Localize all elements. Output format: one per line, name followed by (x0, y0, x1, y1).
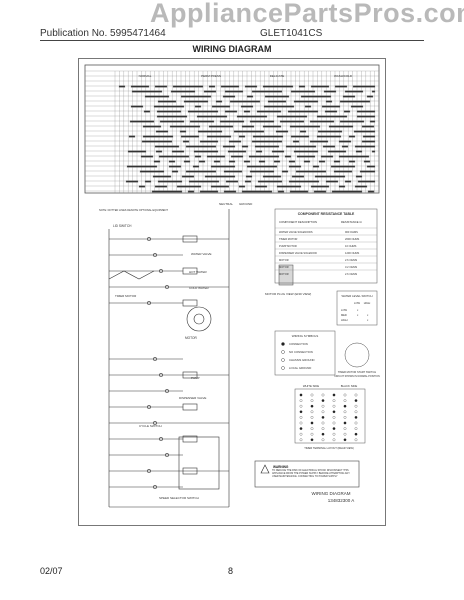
svg-text:10 OHMS: 10 OHMS (345, 244, 357, 248)
label-hot-water: HOT WATER (189, 270, 207, 274)
label-note: NOTE: DOTTED LINES DENOTE OPTIONAL EQUIP… (99, 208, 168, 212)
label-lid-switch: LID SWITCH (113, 224, 132, 228)
svg-text:WATER VALVE SOLENOIDS: WATER VALVE SOLENOIDS (279, 230, 313, 234)
svg-text:x: x (367, 314, 369, 317)
svg-text:WATER LEVEL SWITCH: WATER LEVEL SWITCH (342, 294, 373, 298)
chart-stage-label: NORMAL (139, 74, 152, 78)
svg-text:CIRCUIT SHOWN IN NORMAL POSITI: CIRCUIT SHOWN IN NORMAL POSITION (334, 375, 380, 378)
svg-text:LOW: LOW (354, 301, 360, 305)
svg-text:TIMER TERMINAL LAYOUT (REAR VI: TIMER TERMINAL LAYOUT (REAR VIEW) (304, 446, 354, 450)
svg-text:TIMER MOTOR START SWITCH: TIMER MOTOR START SWITCH (338, 370, 376, 374)
label-pump: PUMP (191, 376, 200, 380)
wiring-diagram-drawing: NORMAL PERM PRESS DELICATE WASH/COLD LID SW… (84, 64, 380, 508)
svg-text:RESISTANCE Ω: RESISTANCE Ω (341, 220, 362, 224)
model-number: GLET1041CS (260, 28, 323, 39)
wiring-sheet: NORMAL PERM PRESS DELICATE WASH/COLD LID SW… (78, 58, 386, 526)
page-title: WIRING DIAGRAM (192, 44, 272, 54)
label-ground: GROUND (239, 202, 253, 206)
svg-text:WHITE SIDE: WHITE SIDE (303, 384, 319, 388)
svg-text:NO CONNECTION: NO CONNECTION (289, 350, 313, 354)
svg-text:3.2 OHMS: 3.2 OHMS (345, 265, 357, 269)
svg-text:x: x (357, 309, 359, 312)
publication-number: Publication No. 5995471464 (40, 28, 166, 39)
wiring-symbols-legend: WIRING SYMBOLS CONNECTION NO CONNECTION CH… (274, 330, 336, 376)
svg-text:MOTOR: MOTOR (279, 258, 289, 262)
chart-stage-label: DELICATE (270, 74, 284, 78)
diagram-title: WIRING DIAGRAM (312, 491, 351, 496)
svg-text:MOTOR: MOTOR (279, 272, 289, 276)
svg-text:BLACK SIDE: BLACK SIDE (341, 384, 358, 388)
header-rule (40, 40, 424, 41)
footer-date: 02/07 (40, 566, 63, 576)
label-cold-water: COLD WATER (189, 286, 210, 290)
svg-text:LOCAL GROUND: LOCAL GROUND (289, 366, 311, 370)
label-timer-motor: TIMER MOTOR (115, 294, 137, 298)
svg-text:2.6 OHMS: 2.6 OHMS (345, 272, 357, 276)
label-speed-switch: SPEED SELECTOR SWITCH (159, 496, 199, 500)
svg-text:COMPONENT DESCRIPTION: COMPONENT DESCRIPTION (279, 220, 317, 224)
label-dispenser: DISPENSER VALVE (179, 396, 206, 400)
timer-terminal-layout: WHITE SIDE BLACK SIDE TIMER TERMINAL LAY… (294, 384, 366, 450)
svg-text:DISPENSER VALVE SOLENOID: DISPENSER VALVE SOLENOID (279, 251, 317, 255)
svg-text:2.6 OHMS: 2.6 OHMS (345, 258, 357, 262)
component-resistance-table: COMPONENT RESISTANCE TABLE COMPONENT DES… (274, 208, 378, 284)
label-motor: MOTOR (185, 336, 198, 340)
label-neutral: NEUTRAL (219, 202, 233, 206)
svg-text:900 OHMS: 900 OHMS (345, 230, 358, 234)
footer-page-number: 8 (228, 566, 234, 576)
svg-text:x: x (367, 319, 369, 322)
diagram-part-number: 134832300 A (328, 498, 355, 503)
svg-text:MOTOR: MOTOR (279, 265, 289, 269)
svg-text:MED: MED (341, 313, 347, 317)
svg-text:CONNECTION: CONNECTION (289, 342, 308, 346)
svg-text:PUMP MOTOR: PUMP MOTOR (279, 244, 297, 248)
label-water-valve: WATER VALVE (191, 252, 212, 256)
svg-text:TIMER MOTOR: TIMER MOTOR (279, 237, 298, 241)
chart-stage-label: WASH/COLD (334, 74, 353, 78)
ladder-schematic (108, 209, 230, 508)
svg-text:HIGH: HIGH (364, 301, 371, 305)
svg-text:COMPONENT RESISTANCE TABLE: COMPONENT RESISTANCE TABLE (298, 212, 355, 216)
chart-stage-label: PERM PRESS (201, 74, 221, 78)
svg-text:CHASSIS GROUND: CHASSIS GROUND (289, 358, 315, 362)
svg-text:1200 OHMS: 1200 OHMS (345, 251, 360, 255)
svg-text:2600 OHMS: 2600 OHMS (345, 237, 360, 241)
svg-text:MOTOR PLUG VIEW (END VIEW): MOTOR PLUG VIEW (END VIEW) (265, 292, 311, 296)
warning-box: WARNING TO REDUCE THE RISK OF ELECTRICAL… (254, 460, 360, 488)
watermark-logo: AppliancePartsPros.com (150, 0, 464, 28)
timer-sequence-chart: NORMAL PERM PRESS DELICATE WASH/COLD (84, 64, 380, 194)
motor-plug-view: MOTOR PLUG VIEW (END VIEW) (265, 264, 311, 296)
label-cycle-switch: CYCLE SWITCH (139, 424, 162, 428)
svg-text:WARNING: WARNING (273, 465, 289, 469)
svg-text:WIRING SYMBOLS: WIRING SYMBOLS (292, 334, 319, 338)
svg-text:x: x (357, 314, 359, 317)
svg-text:LOW: LOW (341, 308, 347, 312)
timer-start-switch-note: TIMER MOTOR START SWITCH CIRCUIT SHOWN I… (334, 342, 380, 378)
svg-text:HIGH: HIGH (341, 318, 348, 322)
